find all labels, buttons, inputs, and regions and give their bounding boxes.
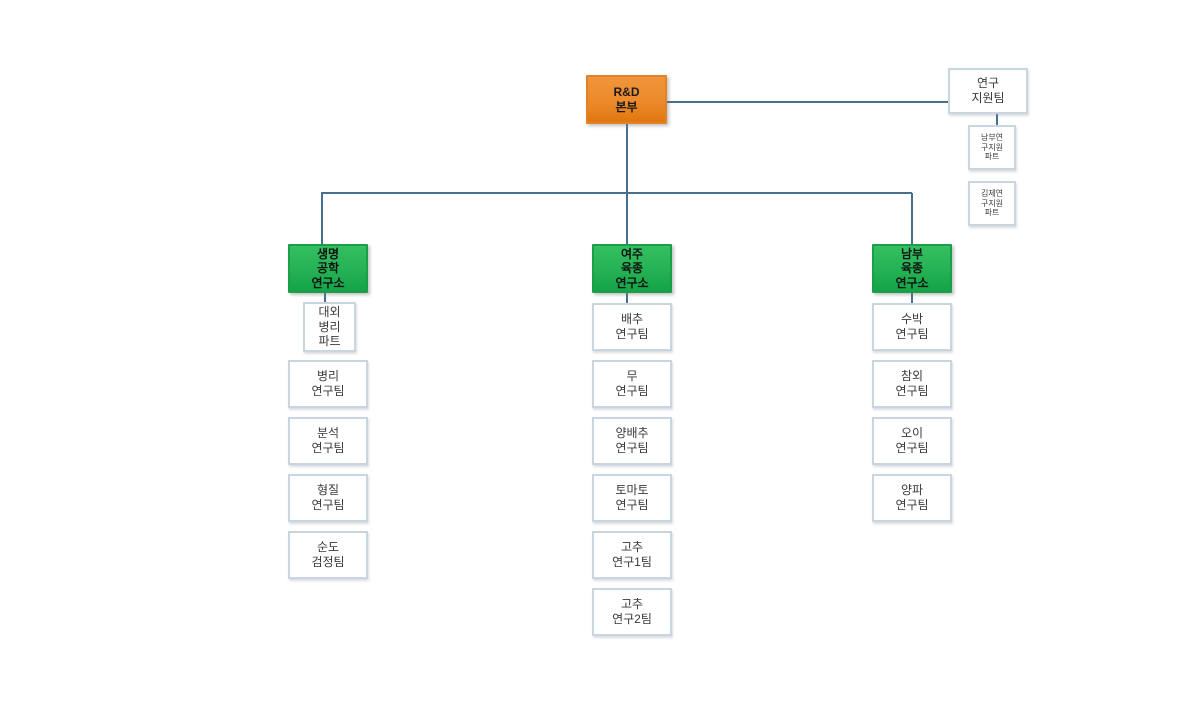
node-hyeongjil-team[interactable]: 형질 연구팀 bbox=[288, 474, 368, 522]
node-byeongri-team-label: 병리 연구팀 bbox=[311, 369, 345, 398]
node-yeoju-breeding-institute[interactable]: 여주 육종 연구소 bbox=[592, 244, 672, 293]
node-tomato-team[interactable]: 토마토 연구팀 bbox=[592, 474, 672, 522]
node-subak-team[interactable]: 수박 연구팀 bbox=[872, 303, 952, 351]
node-rnd-hq-label: R&D 본부 bbox=[613, 84, 640, 114]
connector-tick-mid bbox=[626, 293, 628, 303]
node-daeoe-byeongri-part[interactable]: 대외 병리 파트 bbox=[303, 302, 356, 352]
node-rnd-hq[interactable]: R&D 본부 bbox=[586, 75, 667, 124]
node-sundo-team-label: 순도 검정팀 bbox=[311, 540, 345, 569]
node-baechu-team[interactable]: 배추 연구팀 bbox=[592, 303, 672, 351]
node-gimje-support-part[interactable]: 김제연 구지원 파트 bbox=[968, 181, 1016, 226]
node-yeoju-breeding-institute-label: 여주 육종 연구소 bbox=[615, 246, 649, 290]
connector-tick-left bbox=[324, 293, 326, 303]
node-hyeongjil-team-label: 형질 연구팀 bbox=[311, 483, 345, 512]
node-chamoe-team-label: 참외 연구팀 bbox=[895, 369, 929, 398]
connector-root-drop bbox=[626, 124, 628, 244]
node-yangpa-team-label: 양파 연구팀 bbox=[895, 483, 929, 512]
node-nambu-support-part[interactable]: 남부연 구지원 파트 bbox=[968, 125, 1016, 170]
connector-drop-right bbox=[911, 193, 913, 244]
node-nambu-breeding-institute-label: 남부 육종 연구소 bbox=[895, 246, 929, 290]
connector-bus bbox=[321, 192, 912, 194]
node-research-support-team-label: 연구 지원팀 bbox=[971, 76, 1005, 105]
node-research-support-team[interactable]: 연구 지원팀 bbox=[948, 68, 1028, 114]
node-oi-team[interactable]: 오이 연구팀 bbox=[872, 417, 952, 465]
node-baechu-team-label: 배추 연구팀 bbox=[615, 312, 649, 341]
node-oi-team-label: 오이 연구팀 bbox=[895, 426, 929, 455]
node-gochu-1-team[interactable]: 고추 연구1팀 bbox=[592, 531, 672, 579]
node-tomato-team-label: 토마토 연구팀 bbox=[615, 483, 649, 512]
node-yangbaechu-team[interactable]: 양배추 연구팀 bbox=[592, 417, 672, 465]
node-gimje-support-part-label: 김제연 구지원 파트 bbox=[980, 188, 1004, 218]
connector-drop-left bbox=[321, 193, 323, 244]
node-nambu-breeding-institute[interactable]: 남부 육종 연구소 bbox=[872, 244, 952, 293]
node-byeongri-team[interactable]: 병리 연구팀 bbox=[288, 360, 368, 408]
node-mu-team-label: 무 연구팀 bbox=[615, 369, 649, 398]
node-nambu-support-part-label: 남부연 구지원 파트 bbox=[980, 132, 1004, 162]
connector-support-drop bbox=[996, 114, 998, 125]
node-gochu-2-team-label: 고추 연구2팀 bbox=[612, 597, 652, 626]
connector-tick-right bbox=[911, 293, 913, 303]
node-yangpa-team[interactable]: 양파 연구팀 bbox=[872, 474, 952, 522]
node-mu-team[interactable]: 무 연구팀 bbox=[592, 360, 672, 408]
node-gochu-1-team-label: 고추 연구1팀 bbox=[612, 540, 652, 569]
connector-root-to-support bbox=[667, 101, 948, 103]
node-daeoe-byeongri-part-label: 대외 병리 파트 bbox=[318, 305, 341, 349]
node-bunseok-team-label: 분석 연구팀 bbox=[311, 426, 345, 455]
node-subak-team-label: 수박 연구팀 bbox=[895, 312, 929, 341]
node-yangbaechu-team-label: 양배추 연구팀 bbox=[615, 426, 649, 455]
node-life-science-institute[interactable]: 생명 공학 연구소 bbox=[288, 244, 368, 293]
node-bunseok-team[interactable]: 분석 연구팀 bbox=[288, 417, 368, 465]
node-chamoe-team[interactable]: 참외 연구팀 bbox=[872, 360, 952, 408]
node-life-science-institute-label: 생명 공학 연구소 bbox=[311, 246, 345, 290]
node-gochu-2-team[interactable]: 고추 연구2팀 bbox=[592, 588, 672, 636]
node-sundo-team[interactable]: 순도 검정팀 bbox=[288, 531, 368, 579]
